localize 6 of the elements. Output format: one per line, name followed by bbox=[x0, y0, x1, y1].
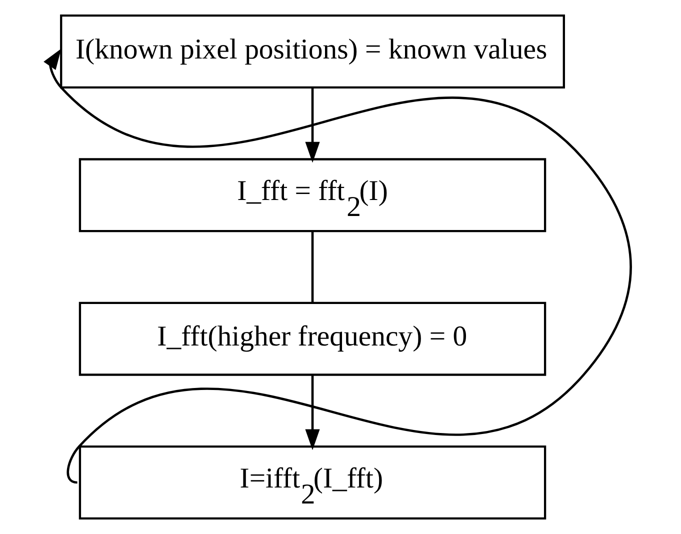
arrow bbox=[305, 374, 320, 450]
node-box: I(known pixel positions) = known values bbox=[60, 14, 565, 88]
node-box: I_fft(higher frequency) = 0 bbox=[78, 302, 546, 376]
arrow bbox=[305, 87, 320, 163]
connector bbox=[311, 231, 314, 303]
arrow bbox=[44, 48, 632, 484]
